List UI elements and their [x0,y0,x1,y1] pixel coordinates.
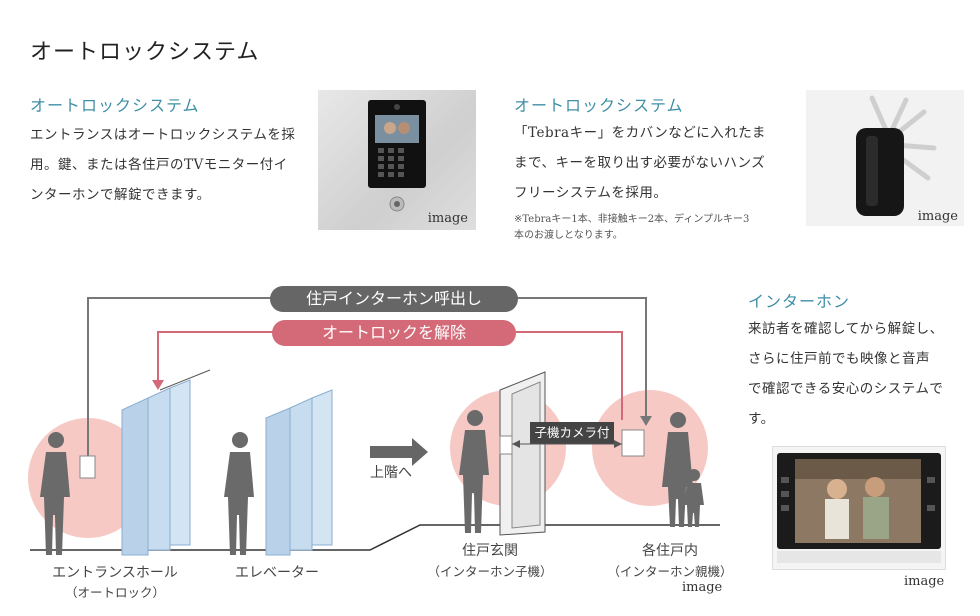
elevator-caption: エレベーター [235,565,319,581]
unit-inside-subcaption: （インターホン親機） [607,564,733,579]
intercom-line: さらに住戸前でも映像と音声 [748,351,930,367]
image-label: image [917,209,958,224]
camera-link-arrow-right [614,440,622,448]
autolock-flow-diagram [28,286,720,556]
tebra-key-photo: image [806,90,964,226]
floor-line [30,524,720,551]
entrance-hall-caption: エントランスホール [52,565,178,581]
unit-inside-caption: 各住戸内 [642,543,698,559]
unit-door [499,371,546,536]
intercom-monitor-photo [772,446,946,570]
entrance-panel-illustration [368,100,426,212]
tebra-heading: オートロックシステム [514,96,684,115]
person-silhouette [459,410,489,533]
entrance-line: ンターホンで解錠できます。 [30,187,211,203]
tebra-note-line: 本のお渡しとなります。 [514,230,623,241]
camera-link-arrow-left [512,440,520,448]
entrance-wall-line [159,369,211,391]
room-intercom-monitor [621,429,645,457]
call-pill [270,286,518,312]
intercom-line: で確認できる安心のシステムで [748,381,944,397]
intercom-description: 来訪者を確認してから解錠し、 さらに住戸前でも映像と音声 で確認できる安心のシス… [748,314,973,434]
call-arrow [640,416,652,426]
image-label: image [904,574,945,589]
unlock-pill [272,320,516,346]
unit-entrance-caption: 住戸玄関 [462,543,518,559]
intercom-line: 来訪者を確認してから解錠し、 [748,321,944,337]
intercom-line: す。 [748,411,775,427]
unlock-arrow [152,380,164,390]
tebra-line: まで、キーを取り出す必要がないハンズ [514,155,766,171]
intercom-monitor-illustration [777,453,941,563]
person-silhouette [224,432,254,555]
tebra-key-illustration [856,95,937,216]
unit-entrance-subcaption: （インターホン子機） [427,564,553,579]
door-intercom-unit [499,435,513,455]
intercom-heading: インターホン [748,292,851,311]
entrance-heading: オートロックシステム [30,96,200,115]
entrance-description: エントランスはオートロックシステムを採 用。鍵、または各住戸のTVモニター付イ … [30,120,320,210]
tebra-line: 「Tebraキー」をカバンなどに入れたま [514,125,766,141]
upstairs-arrow [370,438,428,466]
unlock-label: オートロックを解除 [321,323,466,342]
call-label: 住戸インターホン呼出し [305,289,482,308]
tebra-note: ※Tebraキー1本、非接触キー2本、ディンプルキー3 本のお渡しとなります。 [514,212,804,244]
entrance-hall-subcaption: （オートロック） [64,585,165,600]
tebra-description: 「Tebraキー」をカバンなどに入れたま まで、キーを取り出す必要がないハンズ … [514,118,799,208]
image-label: image [427,211,468,226]
entrance-line: 用。鍵、または各住戸のTVモニター付イ [30,157,288,173]
person-silhouette [40,432,70,555]
entrance-intercom-panel [79,455,96,479]
child-silhouette [684,469,704,527]
page-title: オートロックシステム [30,40,260,65]
image-label: image [682,580,723,595]
camera-label-box [530,422,614,444]
person-silhouette [662,412,693,527]
elevator-glass-doors [265,389,333,556]
entrance-panel-photo: image [318,90,476,230]
camera-label: 子機カメラ付 [534,425,610,440]
entrance-glass-doors [121,379,191,556]
tebra-note-line: ※Tebraキー1本、非接触キー2本、ディンプルキー3 [514,214,750,225]
tebra-line: フリーシステムを採用。 [514,185,668,201]
upstairs-label: 上階へ [370,465,412,481]
entrance-line: エントランスはオートロックシステムを採 [30,127,296,143]
